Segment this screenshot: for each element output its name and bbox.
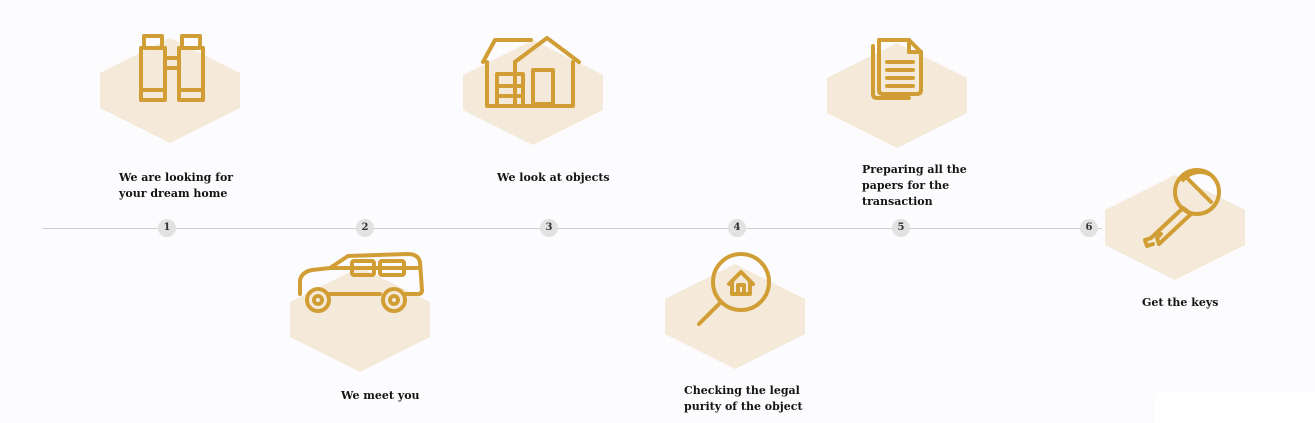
step-2-number: 2 [356,219,374,237]
step-6-label: Get the keys [1142,296,1219,309]
step-6-icon [1105,160,1245,300]
step-3-label: We look at objects [497,171,610,184]
car-icon [298,252,424,313]
step-3-icon [463,30,603,170]
step-5-label: Preparing all the papers for the transac… [862,163,967,208]
step-1-icon [100,28,240,168]
timeline-axis [42,228,1102,229]
key-icon [1143,168,1221,248]
step-4-number: 4 [728,219,746,237]
step-1-label: We are looking for your dream home [119,171,234,200]
step-6-number: 6 [1080,219,1098,237]
step-2-label: We meet you [341,389,420,402]
corner-panel [1155,393,1315,423]
step-5-icon [827,28,967,168]
binoculars-icon [139,34,205,102]
step-4-icon [665,244,805,384]
step-2-icon [290,232,430,372]
documents-icon [871,38,923,100]
magnifier-house-icon [697,252,771,326]
step-5-number: 5 [892,219,910,237]
step-4-label: Checking the legal purity of the object [684,384,803,413]
step-1-number: 1 [158,219,176,237]
house-icon [481,36,581,108]
step-3-number: 3 [540,219,558,237]
